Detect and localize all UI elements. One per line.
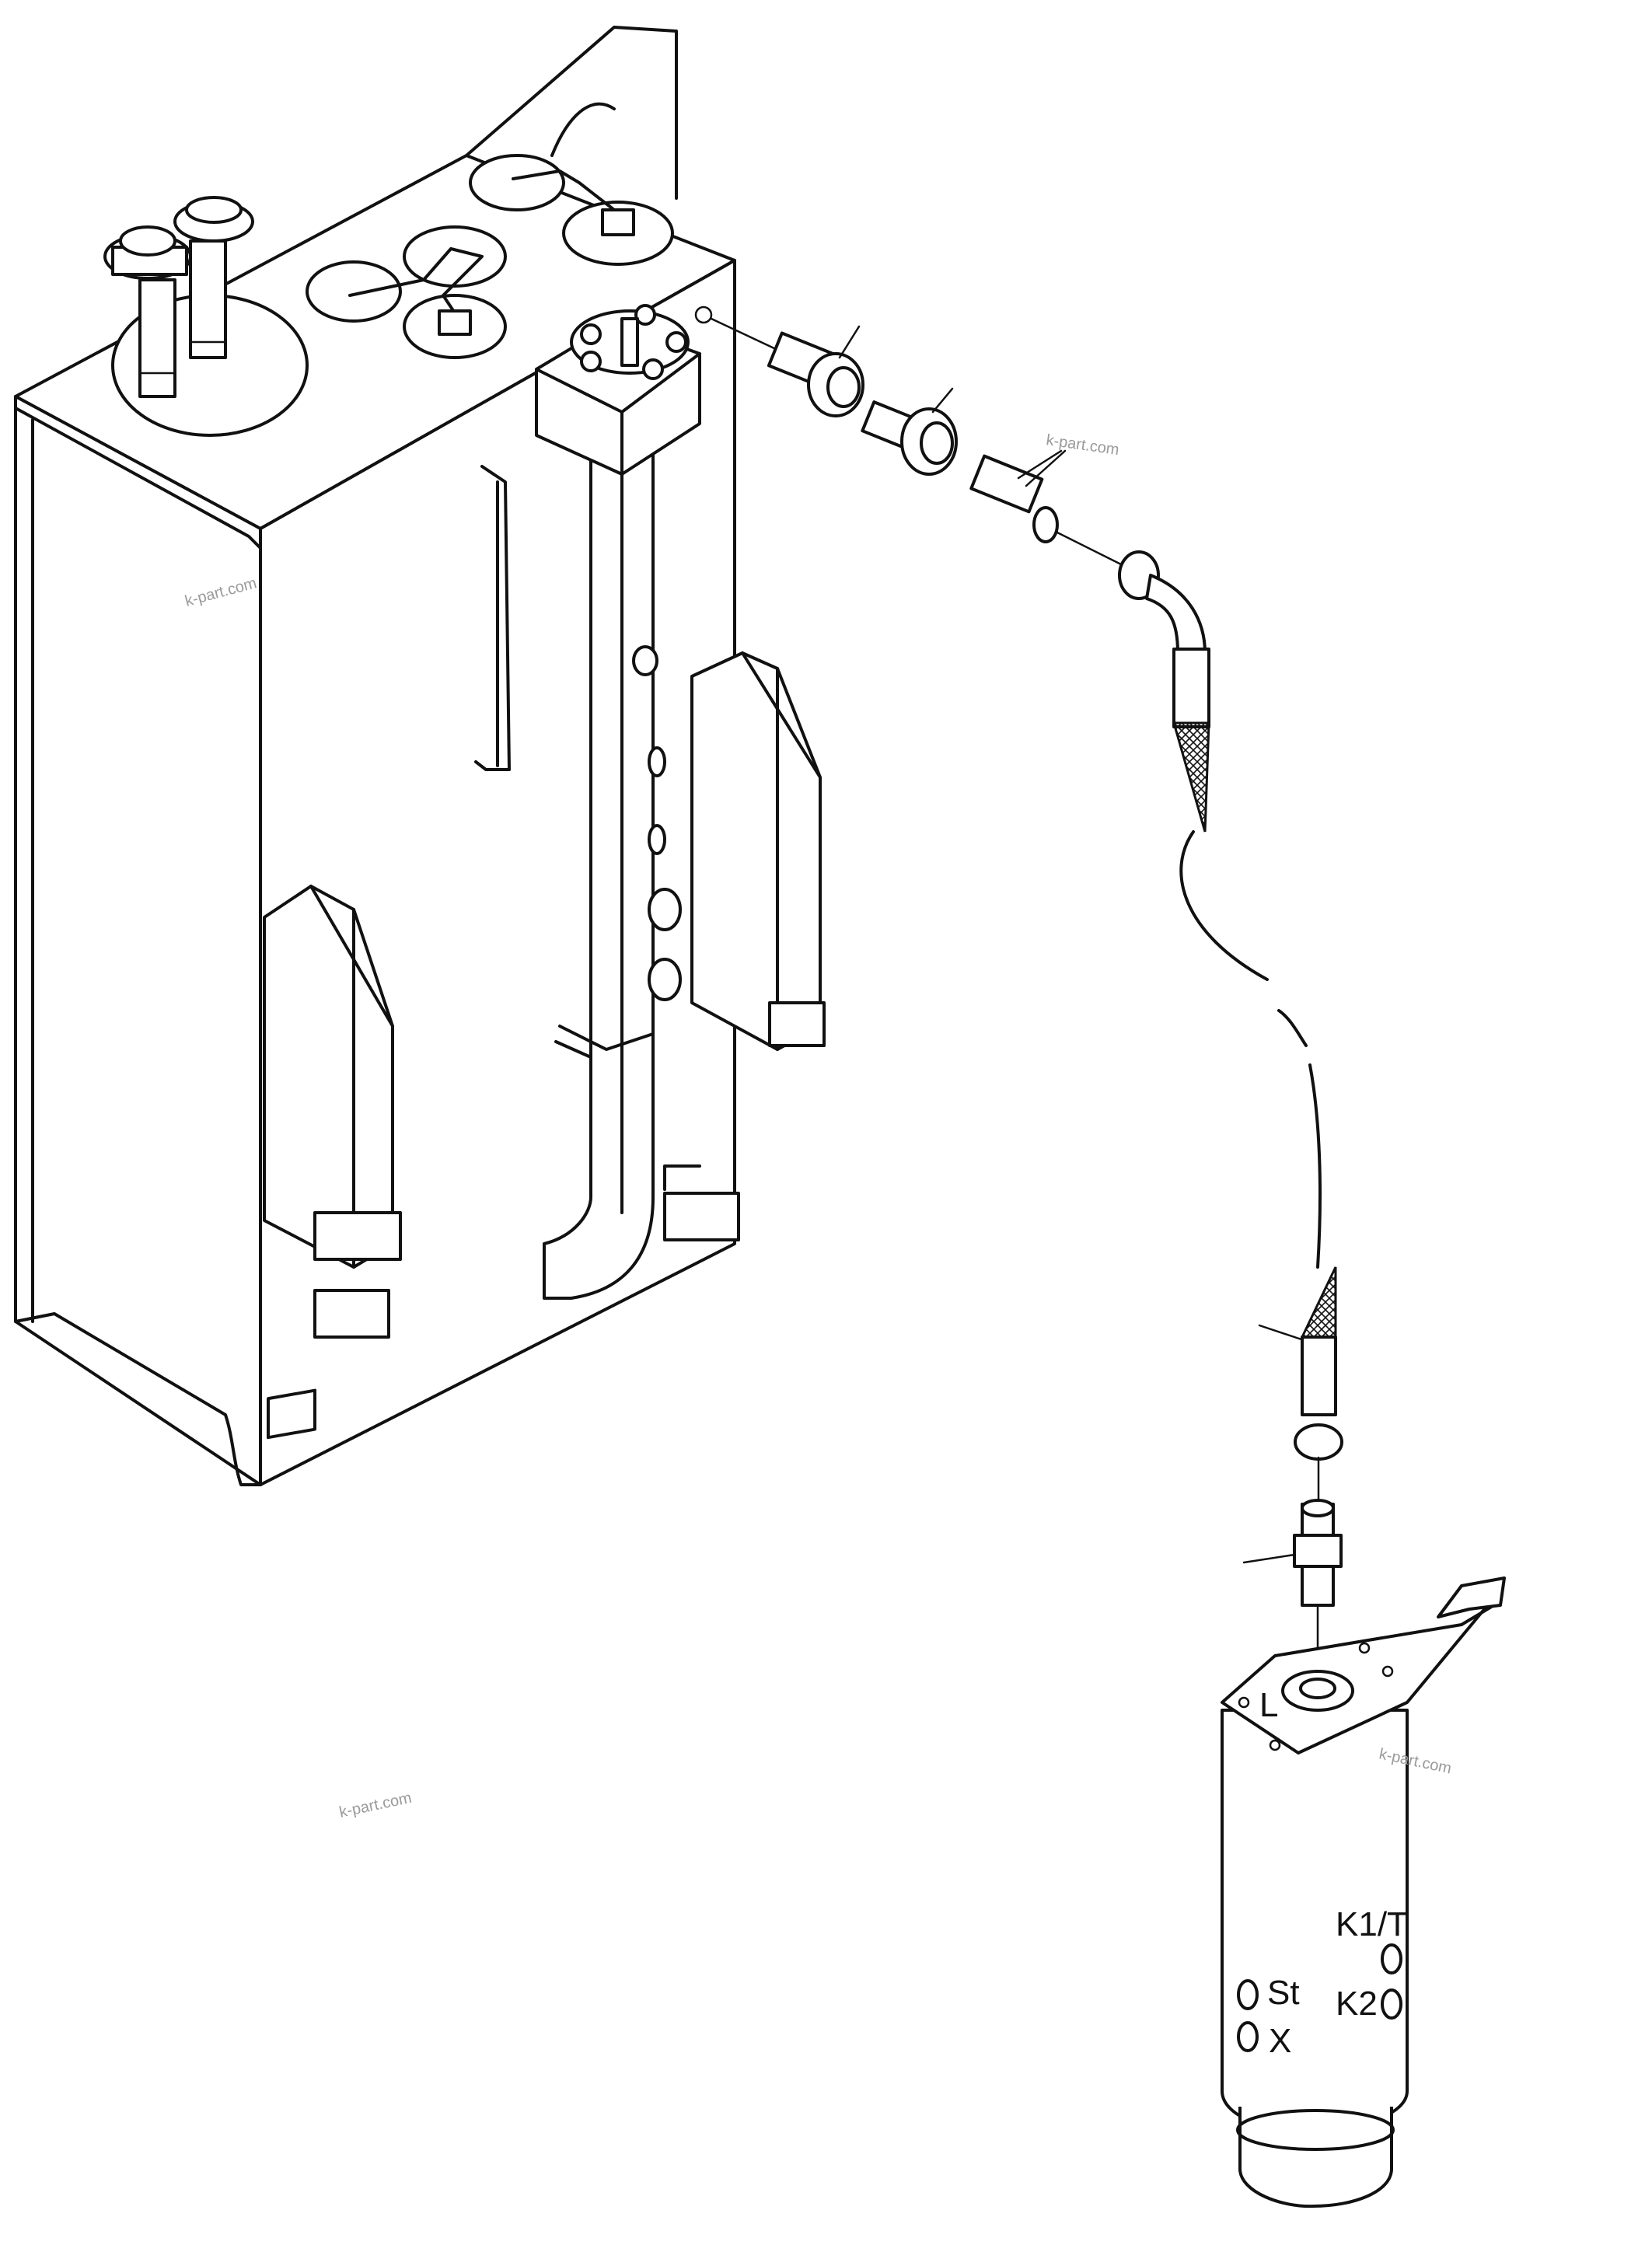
fitting-2: [861, 387, 958, 476]
manifold-block: [535, 304, 701, 476]
tank-back-rail: [465, 26, 678, 200]
accumulator: L K1/T St K2 X: [1221, 1576, 1506, 2208]
suction-pipe: [543, 434, 655, 1300]
hose-elbow: [1118, 550, 1210, 728]
port-label-k1t: K1/T: [1336, 1905, 1408, 1943]
breather-assembly: [103, 196, 309, 437]
tank-back-rail-curve: [550, 102, 616, 157]
hose-curve-3: [1308, 1063, 1322, 1269]
check-valve-nipple: [1242, 1499, 1343, 1607]
tank-handle: [474, 465, 511, 771]
hydraulic-tank: [14, 26, 826, 1486]
fitting-1: [767, 325, 864, 417]
port-label-k2: K2: [1336, 1985, 1378, 2023]
tank-feet: [267, 1192, 740, 1440]
fitting-3: [969, 449, 1063, 543]
tank-left-face: [14, 395, 262, 1486]
accumulator-bottom: [1238, 2107, 1393, 2208]
hose-curve-1: [1179, 830, 1269, 981]
port-label-x: X: [1269, 2022, 1291, 2060]
hose-braid-lower: [1300, 1266, 1337, 1339]
hose-curve-2: [1277, 1009, 1308, 1047]
tank-left-rail: [14, 407, 262, 550]
return-filter-covers: [306, 154, 674, 359]
port-label-l: L: [1259, 1686, 1278, 1724]
fittings-line: [694, 306, 1343, 1661]
hose-braid-upper: [1172, 721, 1210, 833]
port-label-st: St: [1267, 1974, 1300, 2012]
watermark-3: k-part.com: [337, 1789, 413, 1821]
tank-right-panel: [690, 651, 822, 1051]
tank-left-skirt: [14, 1312, 262, 1486]
